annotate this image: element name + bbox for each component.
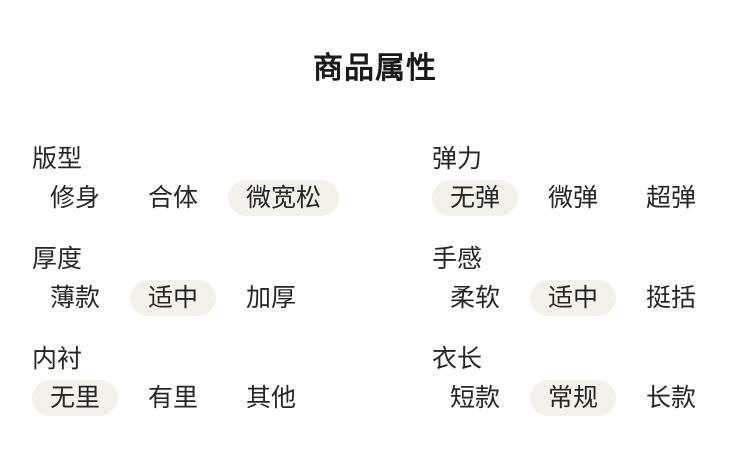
group-label: 弹力 <box>432 144 483 173</box>
attribute-option[interactable]: 微弹 <box>548 183 599 212</box>
attribute-option[interactable]: 长款 <box>646 383 697 412</box>
group-label: 厚度 <box>32 244 83 273</box>
attribute-group: 内衬无里有里 其他 <box>0 344 400 416</box>
attribute-group: 厚度薄款适中加厚 <box>0 244 400 316</box>
options-row: 无弹微弹 超弹 <box>432 180 750 216</box>
attribute-groups: 版型修身合体微宽松弹力无弹微弹超弹厚度薄款适中加厚手感柔软适中挺括内衬无里有里其… <box>0 144 750 416</box>
attribute-option[interactable]: 加厚 <box>246 283 297 312</box>
attribute-option[interactable]: 其他 <box>246 383 297 412</box>
attribute-option-selected[interactable]: 无弹 <box>432 180 519 216</box>
attribute-group: 衣长短款常规长款 <box>400 344 750 416</box>
group-label: 手感 <box>432 244 483 273</box>
attribute-option-selected[interactable]: 适中 <box>130 280 217 316</box>
attribute-option-selected[interactable]: 微宽松 <box>228 180 340 216</box>
attribute-option[interactable]: 合体 <box>148 183 199 212</box>
attribute-option[interactable]: 短款 <box>450 383 501 412</box>
attribute-group: 弹力无弹微弹 超弹 <box>400 144 750 216</box>
options-row: 无里有里 其他 <box>32 380 400 416</box>
attribute-option[interactable]: 有里 <box>148 383 199 412</box>
attribute-option[interactable]: 柔软 <box>450 283 501 312</box>
group-label: 衣长 <box>432 344 483 373</box>
group-label: 版型 <box>32 144 83 173</box>
attribute-option[interactable]: 薄款 <box>50 283 101 312</box>
attribute-option[interactable]: 超弹 <box>646 183 697 212</box>
attribute-group: 手感柔软适中挺括 <box>400 244 750 316</box>
group-label: 内衬 <box>32 344 83 373</box>
attribute-option-selected[interactable]: 常规 <box>530 380 617 416</box>
attribute-option-selected[interactable]: 适中 <box>530 280 617 316</box>
attribute-group: 版型修身 合体微宽松 <box>0 144 400 216</box>
attribute-option[interactable]: 修身 <box>50 183 101 212</box>
options-row: 短款常规长款 <box>432 380 750 416</box>
page-title: 商品属性 <box>313 51 437 86</box>
options-row: 薄款适中加厚 <box>32 280 400 316</box>
options-row: 修身 合体微宽松 <box>32 180 400 216</box>
attribute-option[interactable]: 挺括 <box>646 283 697 312</box>
attribute-option-selected[interactable]: 无里 <box>32 380 119 416</box>
options-row: 柔软适中挺括 <box>432 280 750 316</box>
